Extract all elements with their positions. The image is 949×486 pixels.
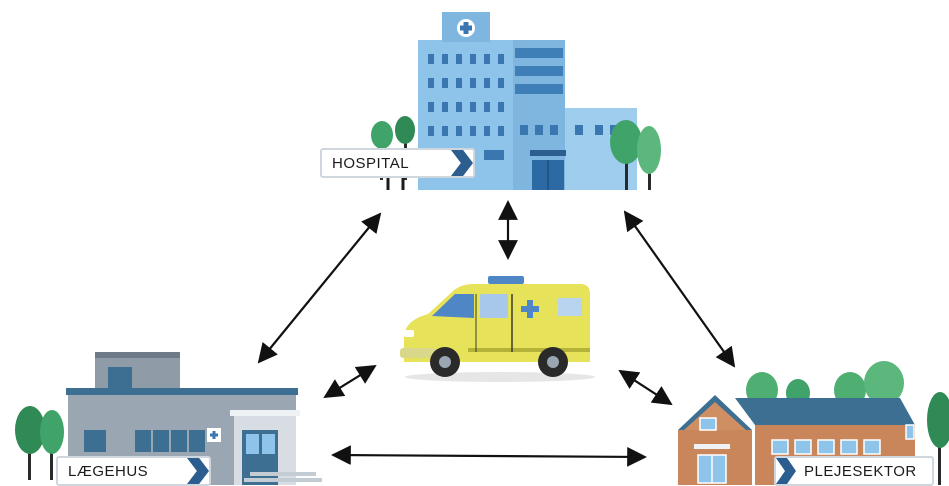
gp-label: LÆGEHUS — [68, 462, 149, 480]
ambulance-icon — [400, 276, 595, 382]
tree-icon — [610, 120, 661, 190]
arrow-gp-care — [331, 445, 647, 467]
sign-arrow-icon — [187, 458, 209, 484]
hospital-building-icon — [371, 12, 661, 190]
tree-icon — [15, 406, 64, 480]
care-sign: PLEJESEKTOR — [774, 456, 934, 486]
sign-arrow-icon — [451, 150, 473, 176]
arrow-hospital-gp — [257, 212, 382, 364]
care-label: PLEJESEKTOR — [804, 462, 917, 480]
sign-arrow-icon — [776, 458, 796, 484]
gp-sign: LÆGEHUS — [56, 456, 211, 486]
hospital-label: HOSPITAL — [332, 154, 410, 172]
arrow-ambulance-care — [618, 369, 673, 406]
arrow-hospital-care — [623, 210, 736, 368]
arrow-ambulance-gp — [323, 364, 377, 399]
hospital-sign: HOSPITAL — [320, 148, 475, 178]
clinic-building-icon — [15, 352, 322, 485]
